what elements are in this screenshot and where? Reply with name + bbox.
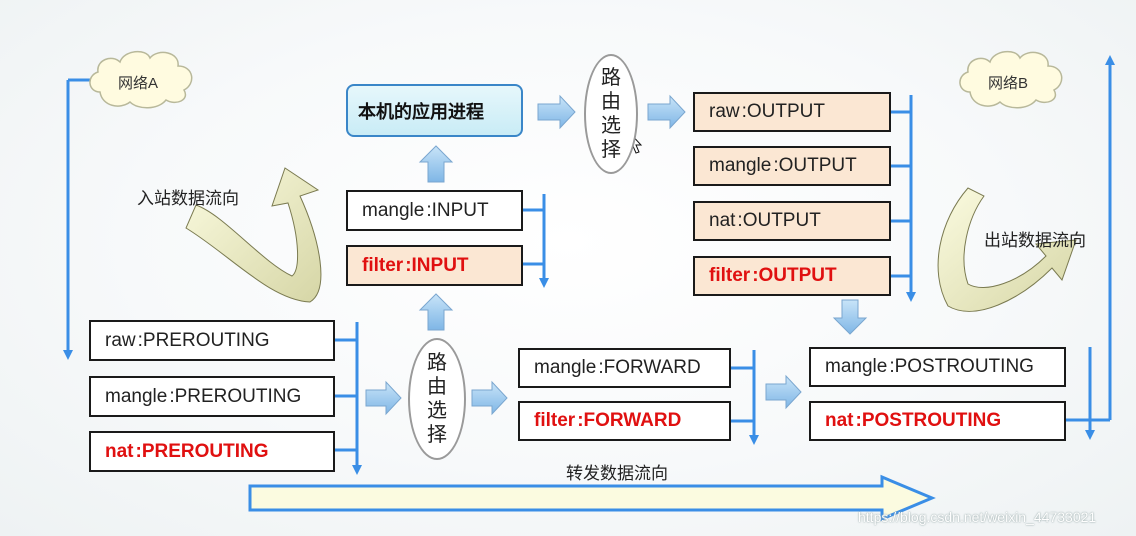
chain-name: OUTPUT bbox=[778, 155, 857, 176]
separator: : bbox=[405, 254, 412, 276]
table-name: mangle bbox=[105, 385, 168, 407]
cloud-network-a bbox=[89, 50, 193, 109]
chain-name: OUTPUT bbox=[742, 210, 821, 231]
table-name: filter bbox=[709, 265, 751, 286]
inbound-curve-arrow bbox=[185, 167, 322, 303]
postrouting-rule-box: mangle:POSTROUTING bbox=[809, 347, 1066, 387]
separator: : bbox=[855, 410, 862, 431]
route-char: 选 bbox=[427, 400, 447, 422]
routing-decision-top: 路 由 选 择 bbox=[584, 54, 638, 174]
separator: : bbox=[752, 265, 759, 286]
output-rule-box: nat:OUTPUT bbox=[693, 201, 891, 241]
chain-name: FORWARD bbox=[603, 357, 701, 378]
inbound-flow-label: 入站数据流向 bbox=[137, 189, 239, 208]
output-rule-box: mangle:OUTPUT bbox=[693, 146, 891, 186]
table-name: mangle bbox=[362, 199, 425, 221]
forward-rule-box: mangle:FORWARD bbox=[518, 348, 731, 388]
table-name: nat bbox=[709, 210, 736, 231]
input-rule-box: filter:INPUT bbox=[346, 245, 523, 286]
postrouting-rule-box: nat:POSTROUTING bbox=[809, 401, 1066, 441]
separator: : bbox=[137, 329, 143, 351]
chain-name: INPUT bbox=[431, 199, 489, 221]
chain-name: OUTPUT bbox=[758, 265, 837, 286]
separator: : bbox=[741, 101, 747, 122]
route-char: 择 bbox=[427, 424, 447, 446]
inbound-path-line bbox=[63, 78, 96, 360]
outbound-flow-label: 出站数据流向 bbox=[984, 231, 1086, 250]
table-name: raw bbox=[105, 329, 136, 351]
network-a-label: 网络A bbox=[118, 75, 159, 92]
block-arrows bbox=[248, 94, 936, 522]
chain-name: FORWARD bbox=[583, 410, 682, 431]
chain-name: PREROUTING bbox=[142, 329, 270, 351]
separator: : bbox=[577, 410, 584, 431]
chain-name: PREROUTING bbox=[141, 440, 269, 462]
separator: : bbox=[135, 440, 142, 462]
cloud-network-b bbox=[959, 50, 1063, 109]
separator: : bbox=[426, 199, 432, 221]
network-b-label: 网络B bbox=[988, 75, 1029, 92]
table-name: mangle bbox=[825, 356, 888, 377]
route-char: 路 bbox=[427, 352, 447, 374]
table-name: nat bbox=[105, 440, 134, 462]
prerouting-rule-box: mangle:PREROUTING bbox=[89, 376, 335, 417]
watermark-text: https://blog.csdn.net/weixin_44733021 bbox=[858, 509, 1097, 525]
forward-rule-box: filter:FORWARD bbox=[518, 401, 731, 441]
chain-name: OUTPUT bbox=[746, 101, 826, 122]
outbound-path-line bbox=[1066, 55, 1115, 440]
separator: : bbox=[773, 155, 779, 176]
prerouting-rule-box: raw:PREROUTING bbox=[89, 320, 335, 361]
chain-name: INPUT bbox=[411, 254, 469, 276]
table-name: filter bbox=[534, 410, 576, 431]
input-rule-box: mangle:INPUT bbox=[346, 190, 523, 231]
chain-name: PREROUTING bbox=[174, 385, 302, 407]
separator: : bbox=[598, 357, 604, 378]
routing-decision-bottom: 路 由 选 择 bbox=[408, 338, 466, 460]
output-rule-box: raw:OUTPUT bbox=[693, 92, 891, 132]
route-char: 由 bbox=[427, 376, 447, 398]
prerouting-rule-box: nat:PREROUTING bbox=[89, 431, 335, 472]
chain-name: POSTROUTING bbox=[861, 410, 1002, 431]
route-char: 择 bbox=[601, 139, 621, 161]
separator: : bbox=[737, 210, 743, 231]
route-char: 选 bbox=[601, 115, 621, 137]
route-char: 由 bbox=[601, 91, 621, 113]
route-char: 路 bbox=[601, 67, 621, 89]
chain-brackets bbox=[335, 95, 916, 475]
separator: : bbox=[169, 385, 175, 407]
chain-name: POSTROUTING bbox=[894, 356, 1034, 377]
table-name: raw bbox=[709, 101, 740, 122]
table-name: nat bbox=[825, 410, 854, 431]
separator: : bbox=[889, 356, 895, 377]
output-rule-box: filter:OUTPUT bbox=[693, 256, 891, 296]
forward-flow-label: 转发数据流向 bbox=[566, 464, 668, 483]
table-name: mangle bbox=[534, 357, 597, 378]
table-name: filter bbox=[362, 254, 404, 276]
outbound-curve-arrow bbox=[937, 187, 1077, 312]
table-name: mangle bbox=[709, 155, 772, 176]
app-process-box: 本机的应用进程 bbox=[346, 84, 523, 137]
